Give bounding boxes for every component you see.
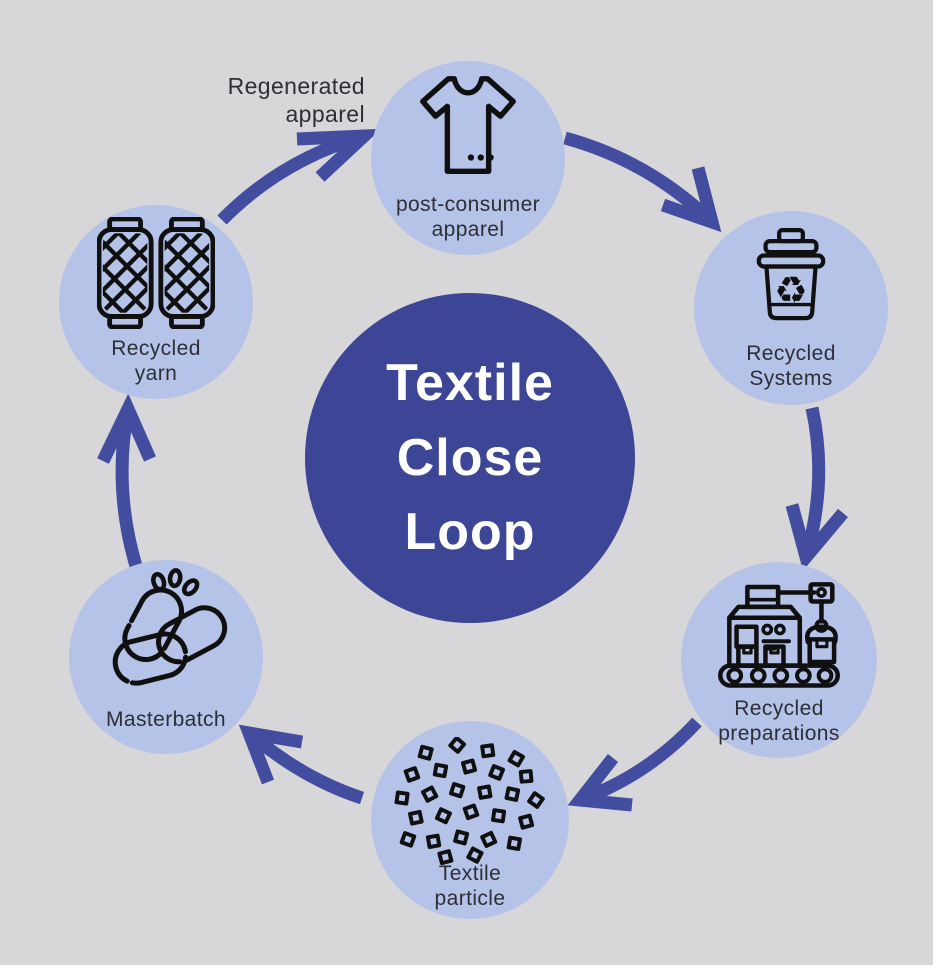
node-label: post-consumer apparel [395,192,541,241]
arrow-apparel-to-systems [563,131,722,233]
recycle-bin-icon: ♻ [756,227,826,321]
pellets-icon [112,568,228,686]
yarn-spools-icon [97,217,215,329]
particles-icon [394,737,545,865]
node-recycled-yarn: Recycled yarn [59,205,253,399]
node-recycled-preparations: Recycled preparations [681,562,877,758]
center-title-line: Textile [386,353,554,412]
node-post-consumer-apparel: post-consumer apparel [371,61,565,255]
arrow-masterbatch-to-yarn [97,393,156,568]
node-label: Recycled yarn [111,336,201,385]
node-label: Masterbatch [106,707,226,731]
arrow-particle-to-masterbatch [238,724,364,805]
node-label: Textile particle [434,861,506,910]
center-title-line: Loop [404,503,536,562]
center-title-line: Close [396,428,544,487]
regenerated-apparel-label: Regenerated apparel [227,73,365,128]
node-masterbatch: Masterbatch [69,560,263,754]
svg-text:♻: ♻ [774,268,807,312]
arrow-systems-to-preparations [785,406,848,571]
arrow-preparations-to-particle [567,717,702,812]
factory-machine-icon [718,582,840,688]
node-textile-particle: Textile particle [371,721,569,919]
node-label: Recycled Systems [746,341,836,390]
node-label: Recycled preparations [718,696,840,745]
center-circle: Textile Close Loop [305,293,635,623]
arrow-yarn-to-apparel [217,128,382,225]
node-recycled-systems: ♻ Recycled Systems [694,211,888,405]
tshirt-icon [420,76,516,174]
